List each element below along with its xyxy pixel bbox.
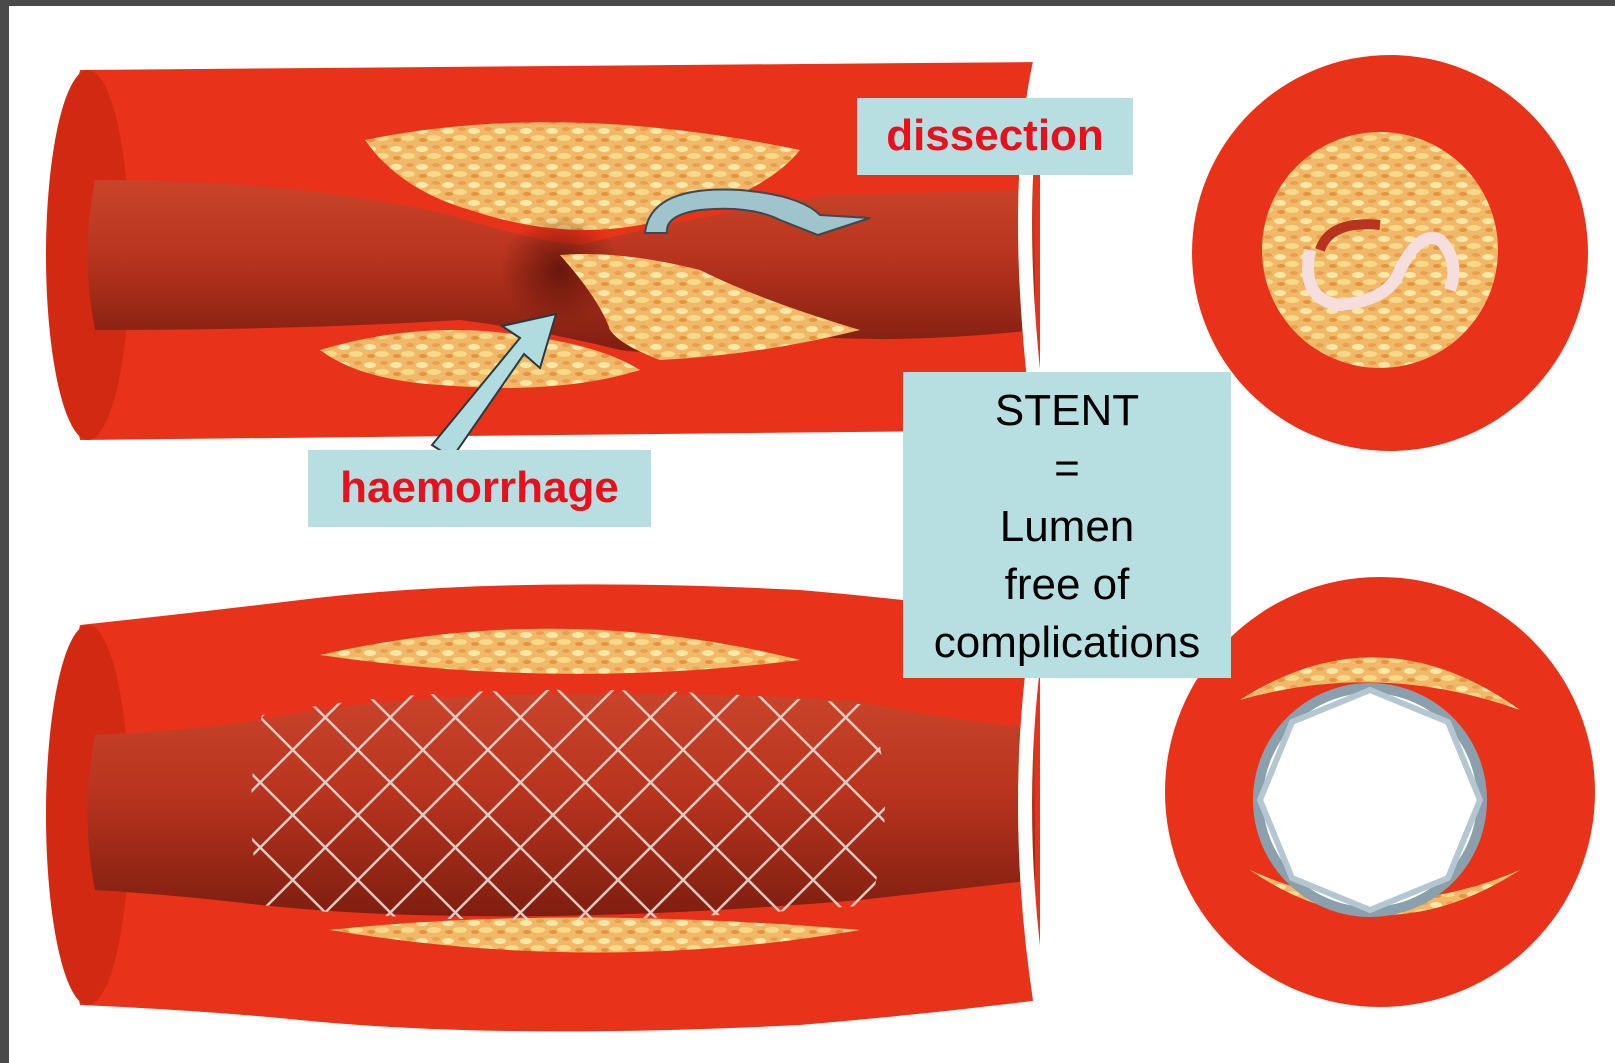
stent-line-3: Lumen — [903, 498, 1231, 556]
stent-line-2: = — [903, 440, 1231, 498]
cross-section-dissection — [1192, 55, 1588, 451]
stent-explanation-box: STENT = Lumen free of complications — [903, 372, 1231, 678]
stent-line-1: STENT — [903, 382, 1231, 440]
haemorrhage-label: haemorrhage — [308, 450, 651, 527]
dissection-label: dissection — [857, 98, 1133, 175]
stent-line-4: free of — [903, 556, 1231, 614]
stent-line-5: complications — [903, 614, 1231, 672]
vessel-stented — [46, 584, 1040, 1031]
